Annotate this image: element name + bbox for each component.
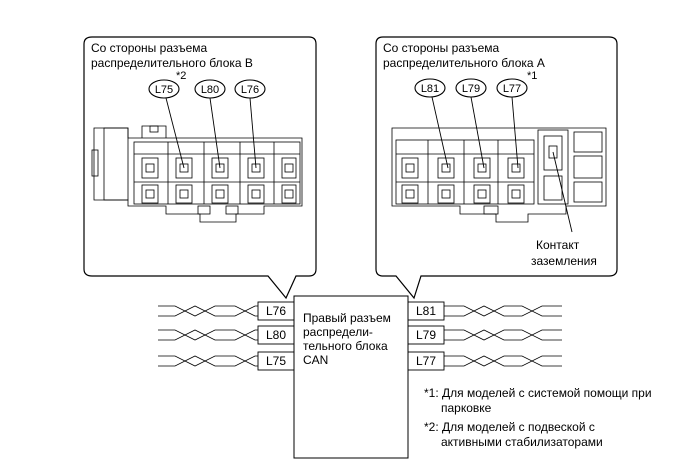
right-callout-bubble xyxy=(375,36,618,300)
svg-text:L79: L79 xyxy=(416,328,436,342)
svg-text:L76: L76 xyxy=(241,84,259,96)
svg-text:L80: L80 xyxy=(266,328,286,342)
junction-label-line1: Правый разъем xyxy=(303,311,391,325)
svg-text:L81: L81 xyxy=(416,304,436,318)
pin-label-l77: L77 xyxy=(496,78,528,98)
wire-label-l79: L79 xyxy=(407,325,445,345)
pin-label-l76: L76 xyxy=(234,79,266,99)
left-leader-lines xyxy=(165,97,257,169)
left-callout-title-line2: распределительного блока B xyxy=(91,56,253,70)
left-twisted-pairs xyxy=(158,305,262,367)
wire-label-l76: L76 xyxy=(257,301,295,321)
connector-a xyxy=(391,127,607,223)
svg-text:L77: L77 xyxy=(503,83,521,95)
right-wire-labels: L81 L79 L77 xyxy=(407,301,445,371)
right-callout-title-line2: распределительного блока A xyxy=(383,56,545,70)
junction-label-line2: распредели- xyxy=(303,325,373,339)
note-1-line2: парковке xyxy=(441,401,492,415)
junction-label-line4: CAN xyxy=(303,353,328,367)
pin-label-l80: L80 xyxy=(194,79,226,99)
pin-label-l81: L81 xyxy=(414,78,446,98)
junction-label-line3: тельного блока xyxy=(303,339,388,353)
svg-text:L76: L76 xyxy=(266,304,286,318)
svg-text:L79: L79 xyxy=(462,83,480,95)
right-callout-title-line1: Со стороны разъема xyxy=(383,41,500,55)
junction-block-outline xyxy=(293,295,409,459)
connector-b xyxy=(91,125,303,223)
ground-contact-label-line1: Контакт xyxy=(536,238,580,252)
note-2-line2: активными стабилизаторами xyxy=(441,435,603,449)
right-leader-lines xyxy=(431,96,573,233)
right-callout: Со стороны разъема распределительного бл… xyxy=(375,36,618,300)
junction-block: Правый разъем распредели- тельного блока… xyxy=(293,295,409,459)
wire-label-l77: L77 xyxy=(407,351,445,371)
pin-label-l75: L75 xyxy=(148,79,180,99)
pin-label-l79: L79 xyxy=(455,78,487,98)
right-twisted-pairs xyxy=(444,305,562,367)
svg-text:L81: L81 xyxy=(421,83,439,95)
svg-text:L75: L75 xyxy=(266,354,286,368)
note-1-line1: *1: Для моделей с системой помощи при xyxy=(424,386,652,400)
left-callout-title-line1: Со стороны разъема xyxy=(91,41,208,55)
ground-contact-label-line2: заземления xyxy=(531,254,597,268)
svg-text:L75: L75 xyxy=(155,84,173,96)
svg-text:L77: L77 xyxy=(416,354,436,368)
wire-label-l75: L75 xyxy=(257,351,295,371)
left-wire-labels: L76 L80 L75 xyxy=(257,301,295,371)
left-callout-bubble xyxy=(83,36,317,300)
footnotes: *1: Для моделей с системой помощи при па… xyxy=(424,386,652,449)
right-callout-marker: *1 xyxy=(527,70,537,82)
left-callout: Со стороны разъема распределительного бл… xyxy=(83,36,317,300)
note-2-line1: *2: Для моделей с подвеской с xyxy=(424,420,595,434)
svg-text:L80: L80 xyxy=(201,84,219,96)
wire-label-l81: L81 xyxy=(407,301,445,321)
left-callout-marker: *2 xyxy=(176,70,186,82)
wire-label-l80: L80 xyxy=(257,325,295,345)
